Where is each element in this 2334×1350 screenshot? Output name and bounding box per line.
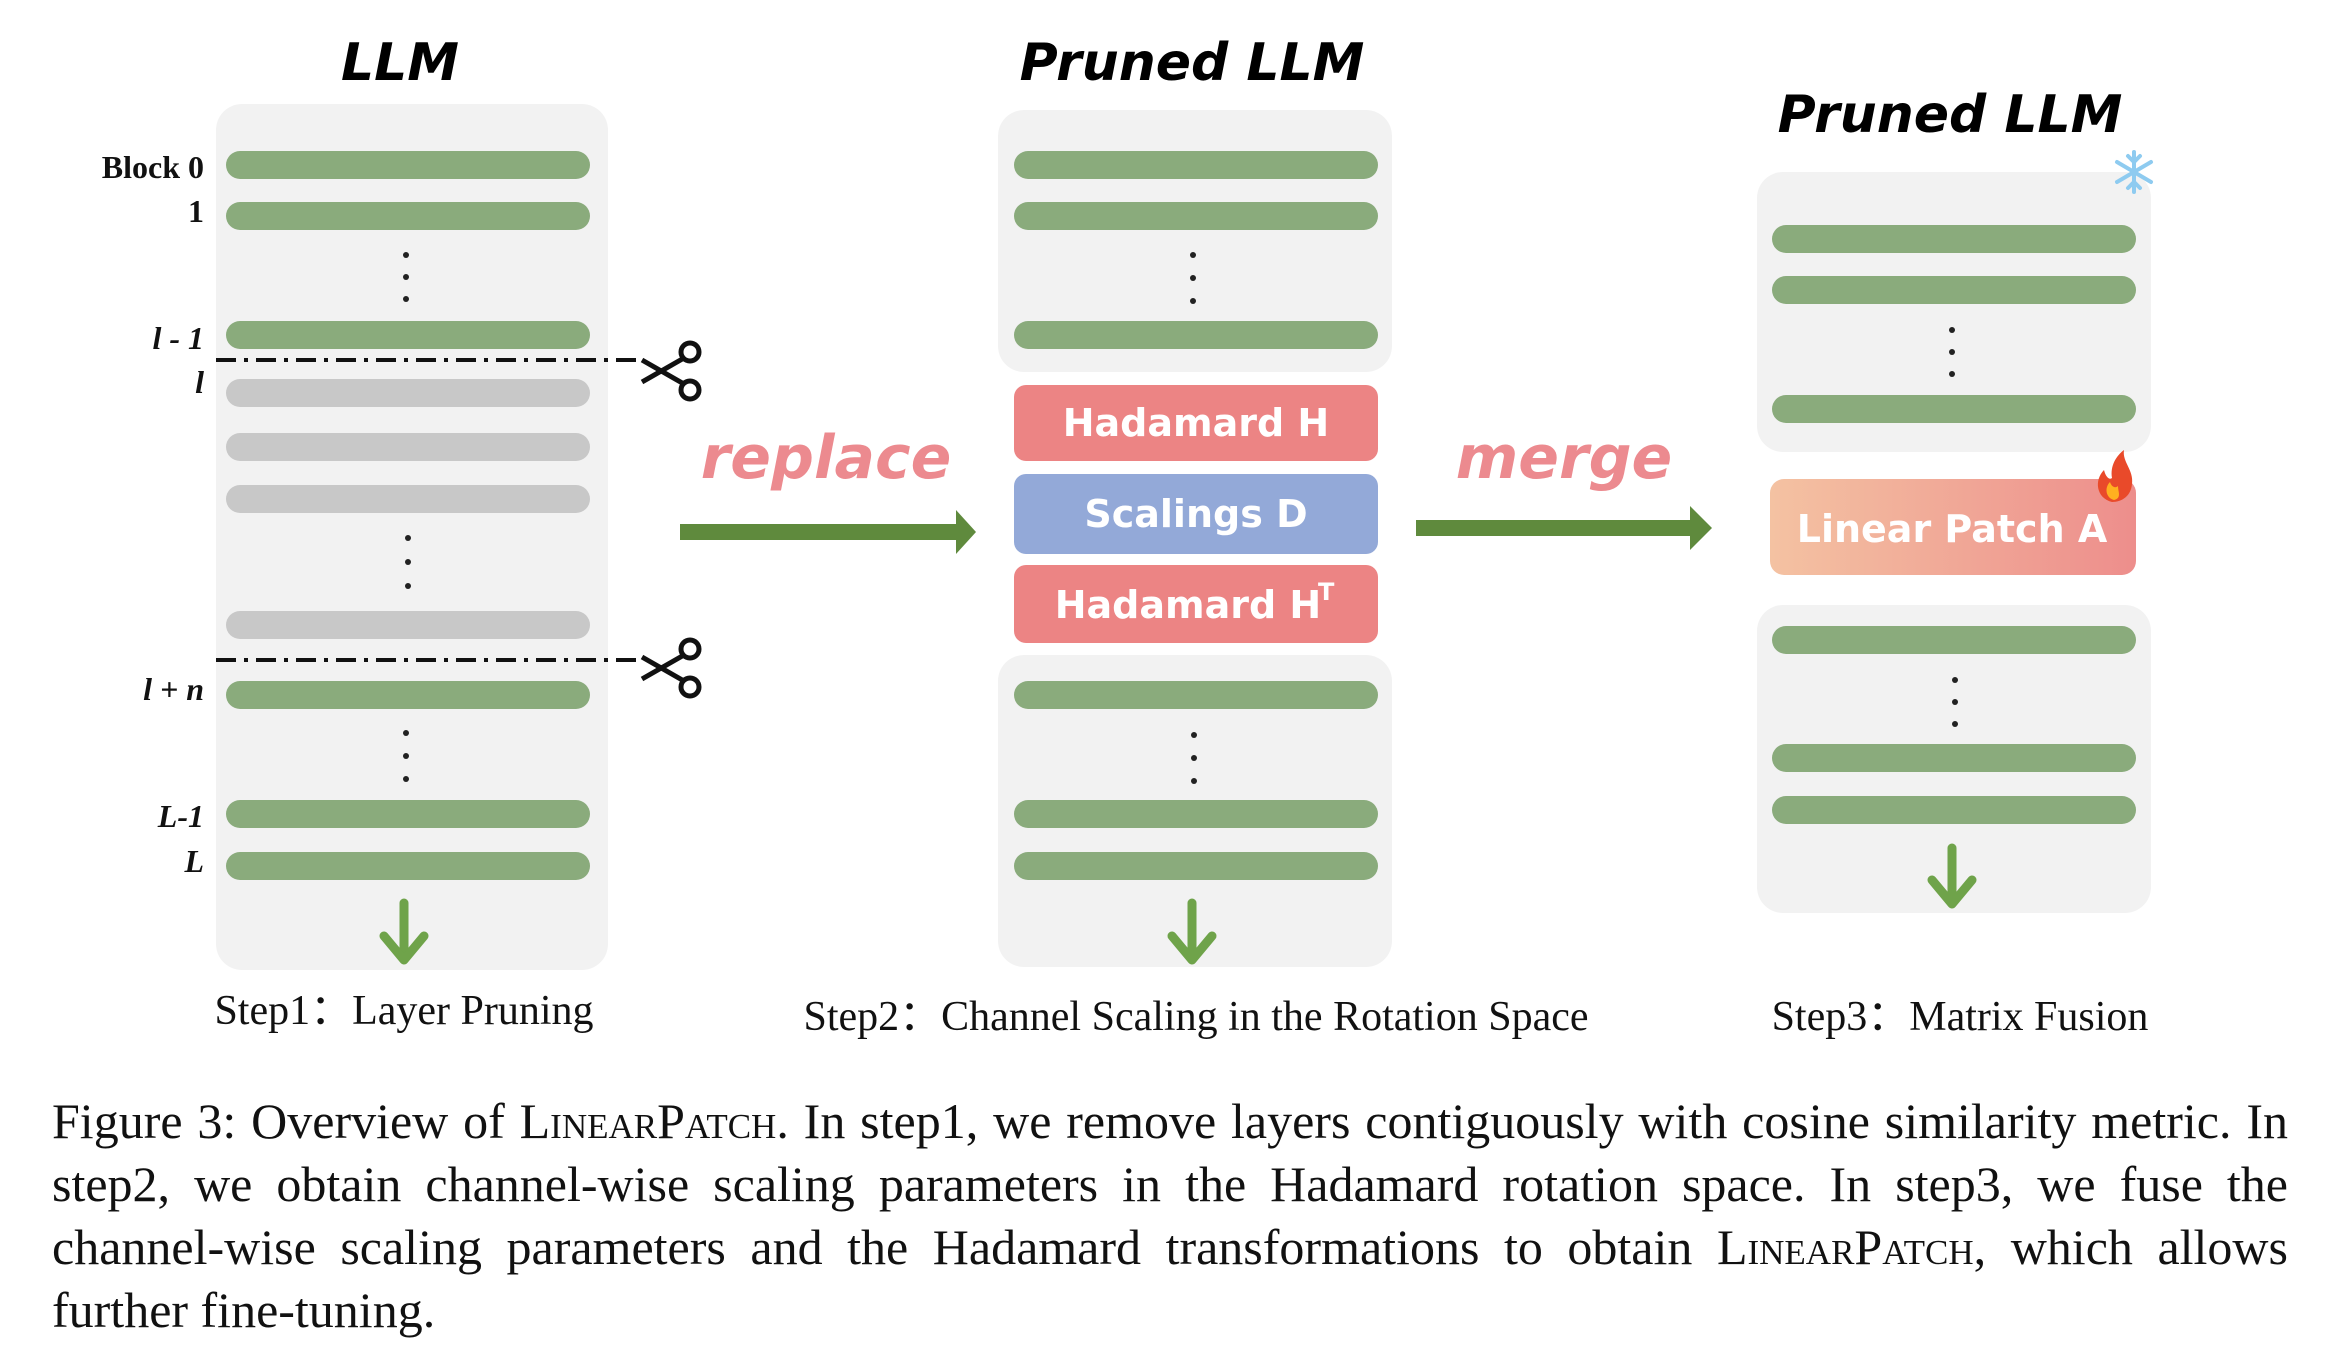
scalings-label: Scalings D bbox=[1084, 492, 1307, 536]
down-arrow-icon bbox=[1167, 898, 1217, 965]
scissors-icon bbox=[640, 637, 702, 699]
ellipsis bbox=[1952, 677, 1958, 727]
pruned-layer-bar bbox=[226, 379, 590, 407]
scissors-icon bbox=[640, 340, 702, 402]
block-l-minus-1-label: l - 1 bbox=[152, 320, 204, 356]
ellipsis bbox=[403, 252, 409, 302]
fire-icon bbox=[2097, 450, 2133, 502]
merge-label: merge bbox=[1456, 423, 1672, 493]
pruned-layer-bar bbox=[226, 611, 590, 639]
linear-patch-label: Linear Patch A bbox=[1797, 507, 2108, 551]
layer-bar bbox=[1772, 626, 2136, 654]
layer-bar bbox=[1772, 744, 2136, 772]
hadamard-label: Hadamard H bbox=[1063, 401, 1330, 445]
layer-bar bbox=[1772, 796, 2136, 824]
hadamard-t-superscript: T bbox=[1318, 578, 1335, 606]
caption-method-name: LinearPatch bbox=[1716, 1219, 1974, 1275]
layer-bar bbox=[226, 151, 590, 179]
hadamard-t-block bbox=[1014, 565, 1378, 643]
layer-bar bbox=[1014, 681, 1378, 709]
figure-caption: Figure 3: Overview of LinearPatch. In st… bbox=[52, 1090, 2288, 1342]
pruned-llm-title-3: Pruned LLM bbox=[1778, 85, 2123, 145]
layer-bar bbox=[1014, 202, 1378, 230]
layer-bar bbox=[1014, 151, 1378, 179]
layer-bar bbox=[226, 321, 590, 349]
ellipsis bbox=[1190, 252, 1196, 304]
layer-bar bbox=[1014, 852, 1378, 880]
snowflake-icon bbox=[2115, 150, 2153, 194]
layer-bar bbox=[1772, 395, 2136, 423]
block-1-label: 1 bbox=[188, 193, 204, 229]
layer-bar bbox=[1014, 321, 1378, 349]
block-L-label: L bbox=[183, 843, 204, 879]
hadamard-t-label: Hadamard H bbox=[1055, 583, 1322, 627]
step1-label: Step1：Layer Pruning bbox=[214, 988, 593, 1034]
caption-tail: , which allows further fine-tuning. bbox=[52, 1219, 2288, 1338]
hadamard-block bbox=[1014, 385, 1378, 461]
layer-bar bbox=[226, 202, 590, 230]
ellipsis bbox=[403, 730, 409, 782]
llm-panel bbox=[216, 104, 608, 970]
caption-body: . In step1, we remove layers contiguousl… bbox=[52, 1093, 2288, 1275]
layer-bar bbox=[226, 852, 590, 880]
caption-method-name: LinearPatch bbox=[519, 1093, 777, 1149]
down-arrow-icon bbox=[379, 898, 429, 965]
block-0-label: Block 0 bbox=[102, 149, 204, 185]
layer-bar bbox=[1772, 225, 2136, 253]
pruned-llm-title-2: Pruned LLM bbox=[1020, 33, 1365, 93]
ellipsis bbox=[1191, 732, 1197, 784]
pruned-layer-bar bbox=[226, 433, 590, 461]
block-L-minus-1-label: L-1 bbox=[157, 798, 204, 834]
step2-label: Step2：Channel Scaling in the Rotation Sp… bbox=[803, 994, 1588, 1040]
layer-bar bbox=[226, 800, 590, 828]
block-l-plus-n-label: l + n bbox=[143, 671, 204, 707]
ellipsis bbox=[405, 535, 411, 589]
layer-bar bbox=[1014, 800, 1378, 828]
step3-label: Step3：Matrix Fusion bbox=[1772, 994, 2149, 1040]
block-l-label: l bbox=[195, 364, 204, 400]
replace-label: replace bbox=[701, 423, 952, 493]
layer-bar bbox=[1772, 276, 2136, 304]
right-arrow-icon bbox=[680, 510, 976, 554]
down-arrow-icon bbox=[1927, 843, 1977, 909]
right-arrow-icon bbox=[1416, 506, 1712, 550]
layer-bar bbox=[226, 681, 590, 709]
pruned-layer-bar bbox=[226, 485, 590, 513]
ellipsis bbox=[1949, 327, 1955, 377]
caption-lead: Figure 3: Overview of bbox=[52, 1093, 520, 1149]
llm-title: LLM bbox=[341, 33, 459, 93]
linear-patch-block bbox=[1770, 479, 2136, 575]
scalings-block bbox=[1014, 474, 1378, 554]
